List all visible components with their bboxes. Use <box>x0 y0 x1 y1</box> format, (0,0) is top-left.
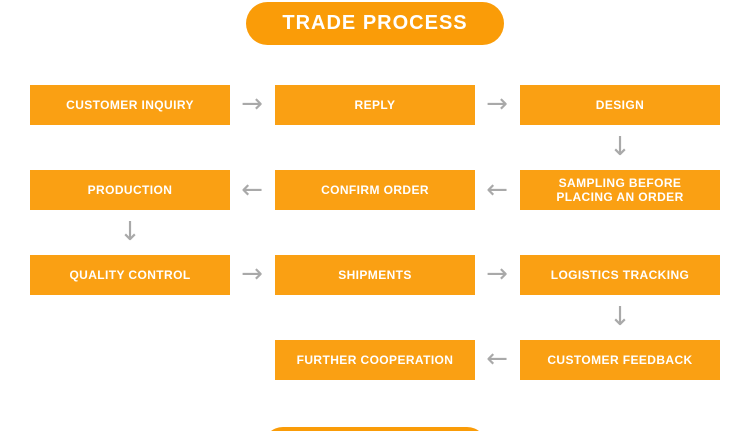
flow-box-label: CONFIRM ORDER <box>321 183 429 197</box>
bottom-pill-partial <box>263 427 487 431</box>
flow-box-label: PRODUCTION <box>87 183 173 197</box>
flow-box-customer-feedback: CUSTOMER FEEDBACK <box>520 340 720 380</box>
flow-box-label: QUALITY CONTROL <box>69 268 191 282</box>
flow-box-label: DESIGN <box>595 98 645 112</box>
arrow-right-icon: → <box>241 259 263 289</box>
flow-box-label: REPLY <box>354 98 396 112</box>
flow-box-shipments: SHIPMENTS <box>275 255 475 295</box>
flow-box-quality-control: QUALITY CONTROL <box>30 255 230 295</box>
flow-box-reply: REPLY <box>275 85 475 125</box>
arrow-down-icon: ↓ <box>609 302 631 332</box>
arrow-right-icon: → <box>486 89 508 119</box>
title-pill: TRADE PROCESS <box>246 2 504 45</box>
flow-box-label: FURTHER COOPERATION <box>296 353 454 367</box>
flow-box-logistics-tracking: LOGISTICS TRACKING <box>520 255 720 295</box>
arrow-down-icon: ↓ <box>609 132 631 162</box>
arrow-right-icon: → <box>486 259 508 289</box>
page-title: TRADE PROCESS <box>282 12 468 34</box>
flow-box-confirm-order: CONFIRM ORDER <box>275 170 475 210</box>
flow-box-sampling-before-placing-an-order: SAMPLING BEFORE PLACING AN ORDER <box>520 170 720 210</box>
flow-box-design: DESIGN <box>520 85 720 125</box>
flow-box-label: CUSTOMER INQUIRY <box>66 98 194 112</box>
flow-box-production: PRODUCTION <box>30 170 230 210</box>
arrow-down-icon: ↓ <box>119 217 141 247</box>
flow-box-label: CUSTOMER FEEDBACK <box>547 353 693 367</box>
flow-box-label: SAMPLING BEFORE PLACING AN ORDER <box>556 176 684 204</box>
flow-box-label: SHIPMENTS <box>338 268 412 282</box>
arrow-left-icon: ← <box>486 344 508 374</box>
flow-box-label: LOGISTICS TRACKING <box>550 268 690 282</box>
arrow-left-icon: ← <box>486 175 508 205</box>
arrow-right-icon: → <box>241 89 263 119</box>
flow-box-customer-inquiry: CUSTOMER INQUIRY <box>30 85 230 125</box>
arrow-left-icon: ← <box>241 175 263 205</box>
flow-box-further-cooperation: FURTHER COOPERATION <box>275 340 475 380</box>
